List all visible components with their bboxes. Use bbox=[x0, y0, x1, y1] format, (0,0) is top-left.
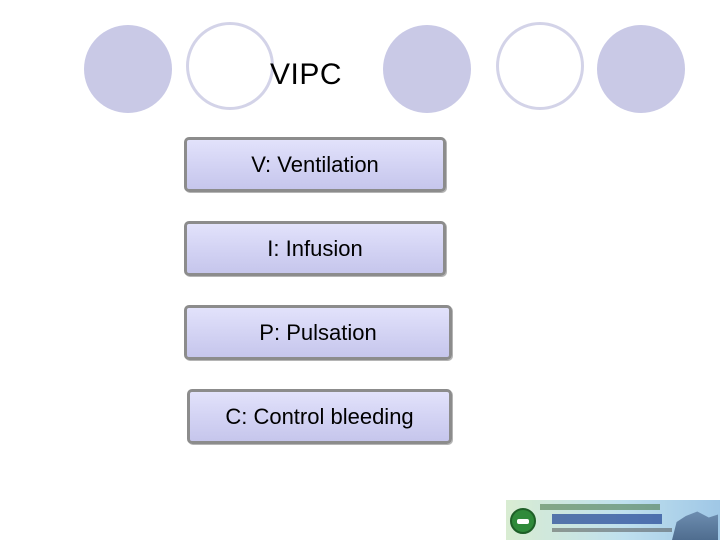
decor-ring-1 bbox=[186, 22, 274, 110]
building-icon bbox=[672, 511, 718, 540]
logo-text-line bbox=[552, 528, 672, 532]
logo-text-line bbox=[540, 504, 660, 510]
item-label: C: Control bleeding bbox=[225, 403, 414, 429]
item-label: I: Infusion bbox=[267, 235, 363, 261]
item-label: P: Pulsation bbox=[259, 319, 377, 345]
slide-title: VIPC bbox=[270, 58, 343, 91]
item-box-ventilation: V: Ventilation bbox=[184, 137, 446, 192]
decor-circle-2 bbox=[383, 25, 471, 113]
decor-circle-3 bbox=[597, 25, 685, 113]
decor-ring-2 bbox=[496, 22, 584, 110]
item-box-control-bleeding: C: Control bleeding bbox=[187, 389, 452, 444]
logo-text-line bbox=[552, 514, 662, 524]
item-box-pulsation: P: Pulsation bbox=[184, 305, 452, 360]
item-box-infusion: I: Infusion bbox=[184, 221, 446, 276]
decor-circle-1 bbox=[84, 25, 172, 113]
hospital-logo bbox=[506, 500, 720, 540]
emblem-icon bbox=[510, 508, 536, 534]
item-label: V: Ventilation bbox=[251, 151, 379, 177]
